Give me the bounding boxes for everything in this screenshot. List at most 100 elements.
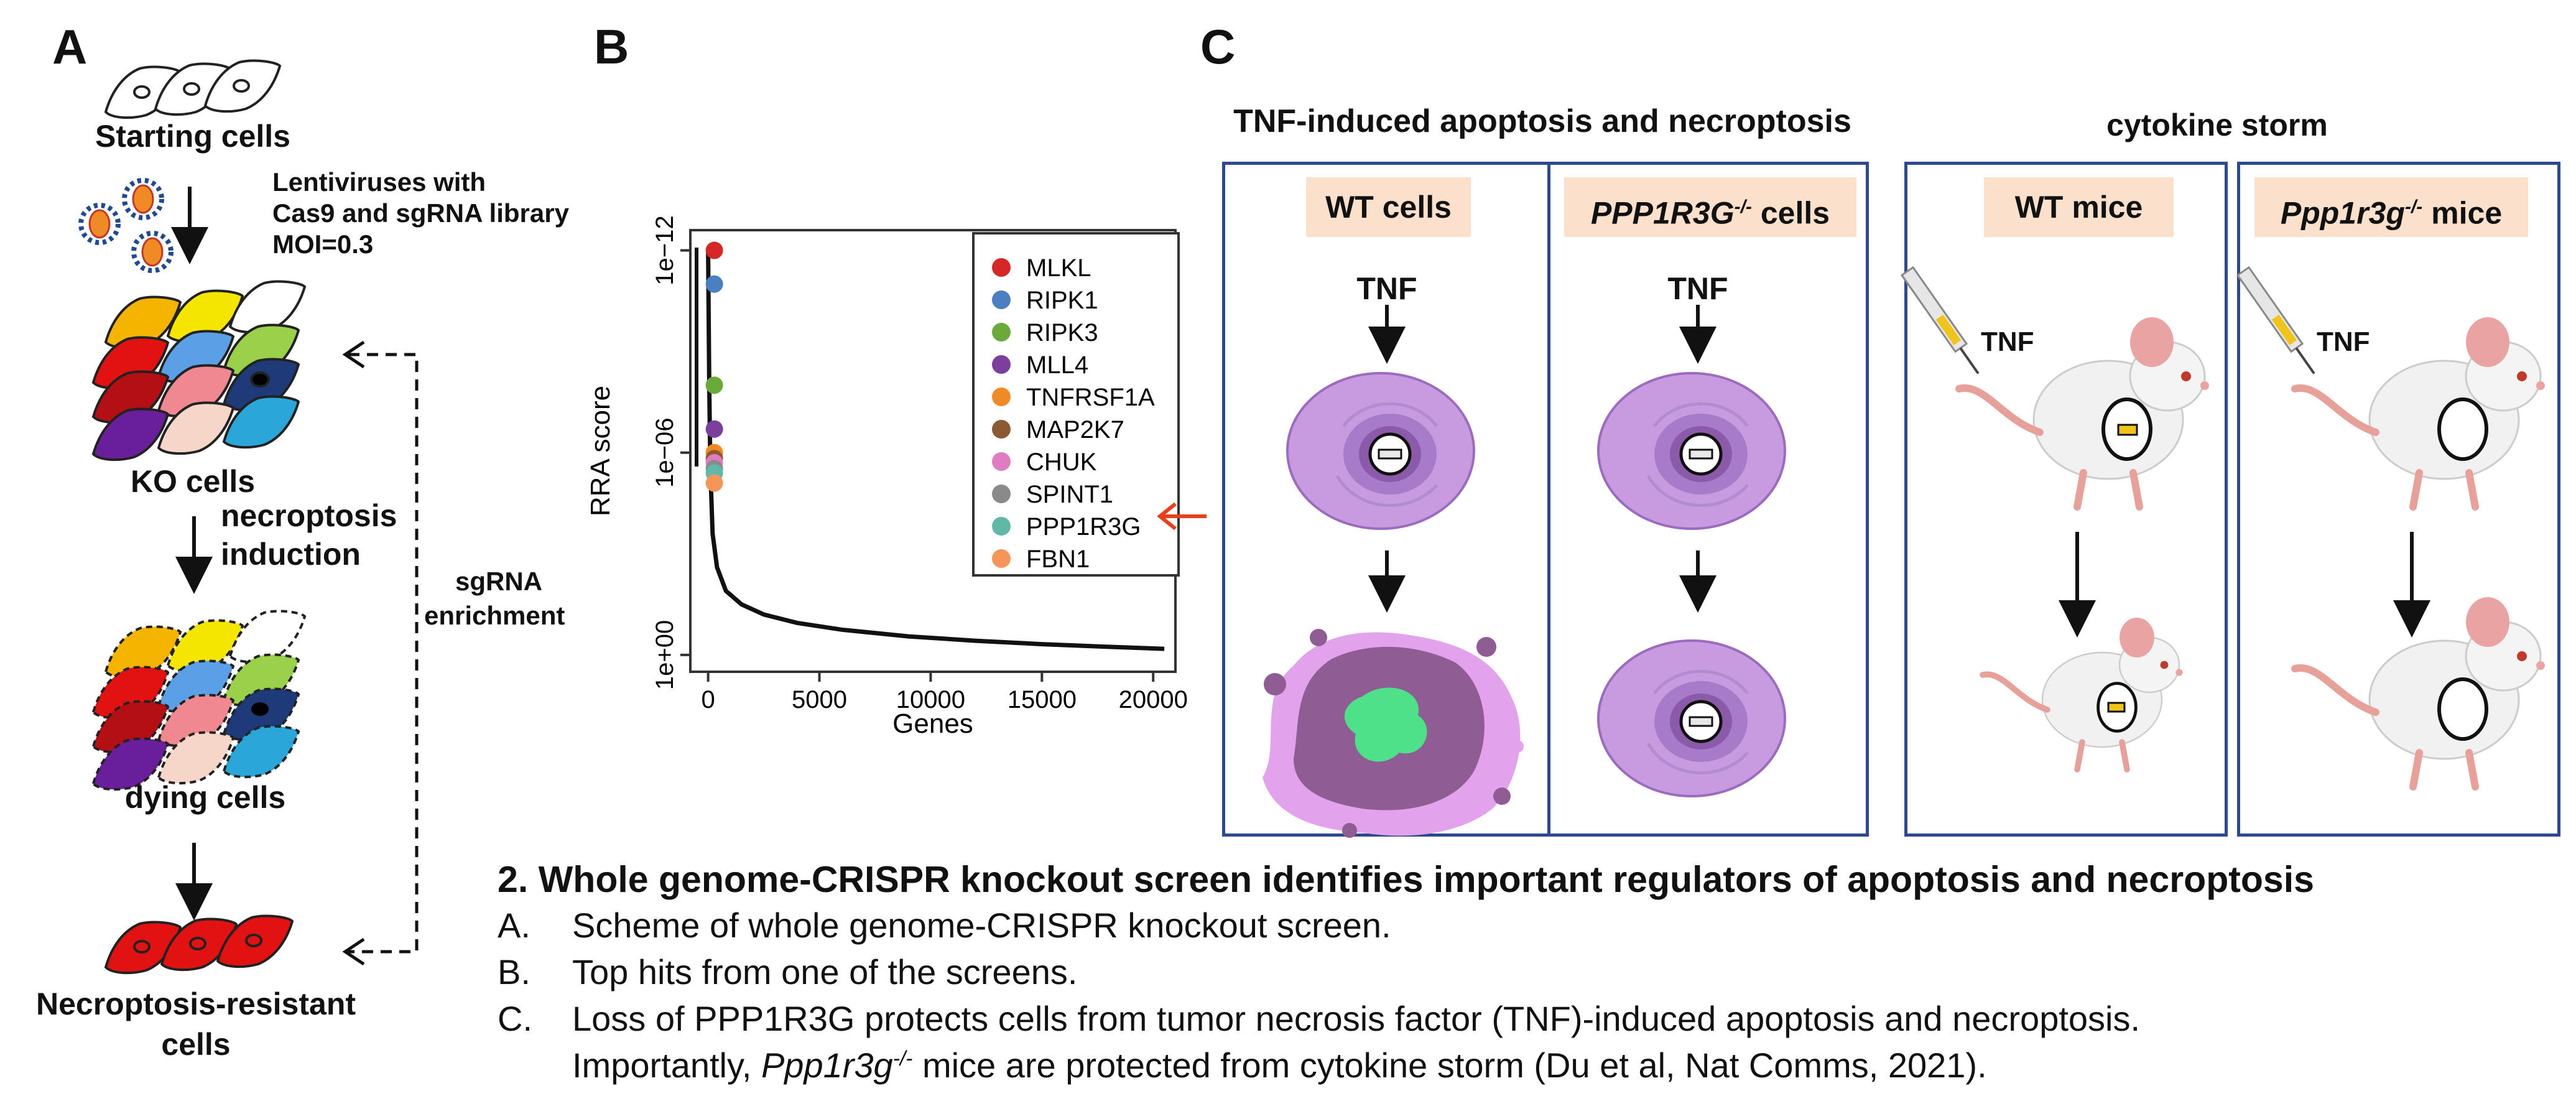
caption-item-b-mark: B. <box>498 952 530 991</box>
syringe-icon-wt <box>1900 266 1980 375</box>
wt-mice-header: WT mice <box>1984 177 2174 237</box>
ko-mice-sup: -/- <box>2404 197 2423 217</box>
x-tick-label: 5000 <box>792 686 847 713</box>
legend-label-chuk: CHUK <box>1026 448 1097 476</box>
legend-label-spint1: SPINT1 <box>1026 481 1113 508</box>
lentivirus-line2: Cas9 and sgRNA library <box>272 198 569 228</box>
point-mll4 <box>705 420 723 438</box>
ko-cell-before <box>1598 373 1785 529</box>
lentivirus-line1: Lentiviruses with <box>272 167 486 197</box>
panel-label-b: B <box>594 19 629 74</box>
starting-cells-label: Starting cells <box>95 119 290 154</box>
ko-mouse-before <box>2295 317 2545 507</box>
point-ripk1 <box>705 275 723 293</box>
dying-cells-icon <box>92 610 306 791</box>
legend-frame <box>972 232 1180 577</box>
wt-cells-header: WT cells <box>1306 177 1471 237</box>
resistant-cells-line1: Necroptosis-resistant <box>35 987 356 1021</box>
legend-marker-spint1 <box>992 485 1011 503</box>
legend-label-map2k7: MAP2K7 <box>1026 416 1124 443</box>
y-tick-label: 1e−06 <box>651 418 679 488</box>
panel-c-title-left: TNF-induced apoptosis and necroptosis <box>1233 103 1851 139</box>
tnf-label-ko-mice: TNF <box>2317 327 2370 357</box>
resistant-cells-icon <box>104 914 294 975</box>
sgrna-enrichment-arrow <box>348 353 419 954</box>
mice-box-wt <box>1904 162 2228 837</box>
tnf-label-ko-cells: TNF <box>1667 271 1728 306</box>
sgrna-enrichment-line1: sgRNA <box>455 567 543 596</box>
legend-marker-ripk3 <box>992 323 1011 341</box>
necroptosis-induction-line1: necroptosis <box>221 498 397 533</box>
wt-mouse-organ-before <box>2117 424 2138 436</box>
y-tick-label: 1e+00 <box>651 620 679 690</box>
legend-label-mll4: MLL4 <box>1026 351 1088 379</box>
point-fbn1 <box>705 474 723 492</box>
caption-item-a: A. Scheme of whole genome-CRISPR knockout… <box>498 905 1391 945</box>
x-tick-label: 10000 <box>896 686 965 713</box>
resistant-cells-line2: cells <box>161 1027 231 1062</box>
legend-label-ppp1r3g: PPP1R3G <box>1026 513 1141 541</box>
legend-marker-chuk <box>992 452 1011 471</box>
lentivirus-icon <box>78 178 174 273</box>
cells-box-divider <box>1547 162 1550 837</box>
point-ripk3 <box>705 376 723 394</box>
legend-marker-tnfrsf1a <box>992 388 1011 406</box>
starting-cells-icon <box>104 59 281 119</box>
y-axis-label: RRA score <box>585 386 616 516</box>
wt-cell-before <box>1287 373 1474 529</box>
panel-label-c: C <box>1200 19 1236 74</box>
legend-marker-ripk1 <box>992 290 1011 309</box>
caption-c2-gene: Ppp1r3g <box>761 1046 893 1085</box>
y-tick-label: 1e−12 <box>651 215 679 285</box>
legend-marker-mll4 <box>992 355 1011 374</box>
caption-c2-pre: Importantly, <box>572 1046 761 1085</box>
ko-cells-header: PPP1R3G-/- cells <box>1564 177 1856 237</box>
ko-mouse-after <box>2295 597 2545 787</box>
syringe-icon-ko <box>2236 266 2315 375</box>
ko-cells-icon <box>92 280 306 462</box>
lentivirus-line3: MOI=0.3 <box>272 230 374 259</box>
sgrna-enrichment-line2: enrichment <box>424 601 565 630</box>
necroptosis-induction-line2: induction <box>221 537 361 572</box>
ko-cell-after <box>1598 641 1785 796</box>
ko-cells-gene: PPP1R3G <box>1590 195 1735 231</box>
legend-label-tnfrsf1a: TNFRSF1A <box>1026 384 1155 411</box>
caption-item-c-line2: Importantly, Ppp1r3g-/- mice are protect… <box>498 1045 1987 1085</box>
caption-item-b: B. Top hits from one of the screens. <box>498 952 1077 992</box>
panel-c-graphics <box>1263 266 2569 838</box>
x-tick-label: 20000 <box>1119 686 1188 713</box>
panel-c-title-right: cytokine storm <box>2106 108 2328 142</box>
mice-box-ko <box>2237 162 2560 837</box>
wt-mouse-before <box>1959 317 2209 507</box>
point-mlkl <box>705 241 723 259</box>
ko-mice-header: Ppp1r3g-/- mice <box>2254 177 2528 237</box>
caption-item-c-mark: C. <box>498 999 532 1038</box>
tnf-label-wt-mice: TNF <box>1981 327 2034 357</box>
tnf-label-wt-cells: TNF <box>1356 271 1417 306</box>
legend-label-mlkl: MLKL <box>1026 254 1091 282</box>
x-tick-label: 15000 <box>1008 686 1077 713</box>
ko-cells-sup: -/- <box>1734 197 1752 217</box>
ko-mice-suffix: mice <box>2422 195 2503 231</box>
legend-marker-fbn1 <box>992 549 1011 568</box>
cells-box <box>1222 162 1869 837</box>
panel-a-graphics <box>78 59 419 975</box>
legend-label-ripk3: RIPK3 <box>1026 319 1098 346</box>
ko-cells-label: KO cells <box>130 464 256 499</box>
caption-item-a-mark: A. <box>498 906 530 945</box>
ko-cells-suffix: cells <box>1751 195 1830 231</box>
caption-item-a-text: Scheme of whole genome-CRISPR knockout s… <box>572 906 1391 945</box>
caption-c2-post: mice are protected from cytokine storm (… <box>912 1046 1987 1085</box>
caption-item-c: C. Loss of PPP1R3G protects cells from tu… <box>498 998 2140 1039</box>
panel-label-a: A <box>52 19 88 74</box>
x-axis-label: Genes <box>892 708 973 739</box>
ko-mice-gene: Ppp1r3g <box>2280 195 2405 231</box>
wt-cell-dying <box>1263 629 1524 838</box>
caption-item-c-text: Loss of PPP1R3G protects cells from tumo… <box>572 999 2141 1038</box>
legend-marker-map2k7 <box>992 420 1011 439</box>
dying-cells-label: dying cells <box>124 780 286 815</box>
wt-mouse-after <box>1983 618 2183 769</box>
caption-item-b-text: Top hits from one of the screens. <box>572 952 1078 991</box>
caption-title: 2. Whole genome-CRISPR knockout screen i… <box>498 859 2314 900</box>
